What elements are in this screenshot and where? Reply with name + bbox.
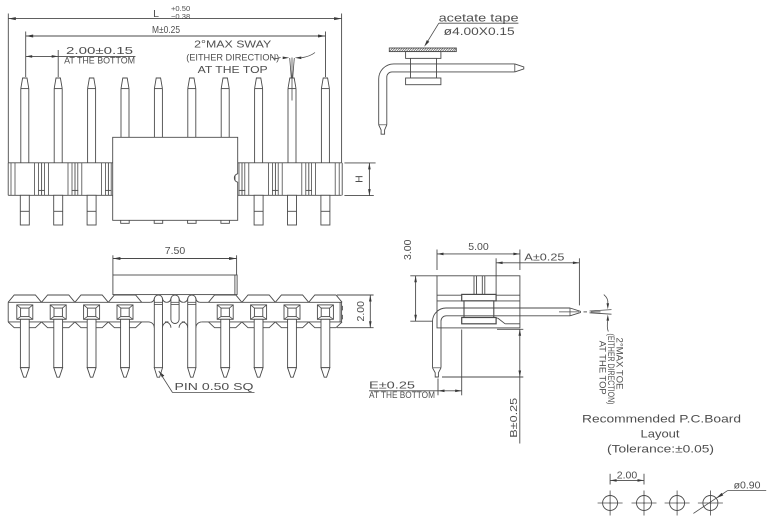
svg-text:ø4.00X0.15: ø4.00X0.15 (444, 26, 515, 38)
svg-text:7.50: 7.50 (165, 245, 186, 257)
svg-text:+0.50: +0.50 (171, 4, 190, 13)
svg-text:2.00±0.15: 2.00±0.15 (66, 45, 133, 57)
svg-text:Layout: Layout (641, 428, 681, 440)
svg-text:acetate tape: acetate tape (439, 13, 519, 25)
svg-text:B±0.25: B±0.25 (508, 398, 520, 438)
svg-text:AT THE BOTTOM: AT THE BOTTOM (64, 56, 135, 66)
svg-text:ø0.90: ø0.90 (734, 480, 761, 492)
svg-text:L: L (153, 8, 159, 20)
svg-text:(EITHER DIRECTION): (EITHER DIRECTION) (186, 52, 279, 63)
svg-text:−0.38: −0.38 (171, 12, 190, 21)
svg-text:5.00: 5.00 (468, 241, 489, 253)
svg-text:A±0.25: A±0.25 (524, 252, 564, 264)
svg-text:AT THE TOP: AT THE TOP (198, 65, 268, 76)
svg-text:3.00: 3.00 (402, 239, 414, 260)
svg-text:2.00: 2.00 (617, 469, 638, 481)
svg-text:M±0.25: M±0.25 (152, 24, 180, 36)
svg-text:AT THE TOP: AT THE TOP (597, 341, 608, 395)
svg-text:(Tolerance:±0.05): (Tolerance:±0.05) (607, 443, 714, 455)
svg-text:AT THE BOTTOM: AT THE BOTTOM (369, 390, 435, 400)
svg-text:2°MAX SWAY: 2°MAX SWAY (194, 40, 271, 51)
svg-text:PIN 0.50 SQ: PIN 0.50 SQ (175, 381, 254, 393)
svg-text:2.00: 2.00 (355, 301, 367, 322)
svg-text:(EITHER DIRECTION): (EITHER DIRECTION) (606, 334, 616, 405)
svg-text:H: H (354, 175, 366, 183)
svg-text:Recommended P.C.Board: Recommended P.C.Board (582, 413, 741, 425)
svg-text:E±0.25: E±0.25 (369, 379, 415, 391)
svg-text:2°MAX TOE: 2°MAX TOE (614, 338, 625, 390)
